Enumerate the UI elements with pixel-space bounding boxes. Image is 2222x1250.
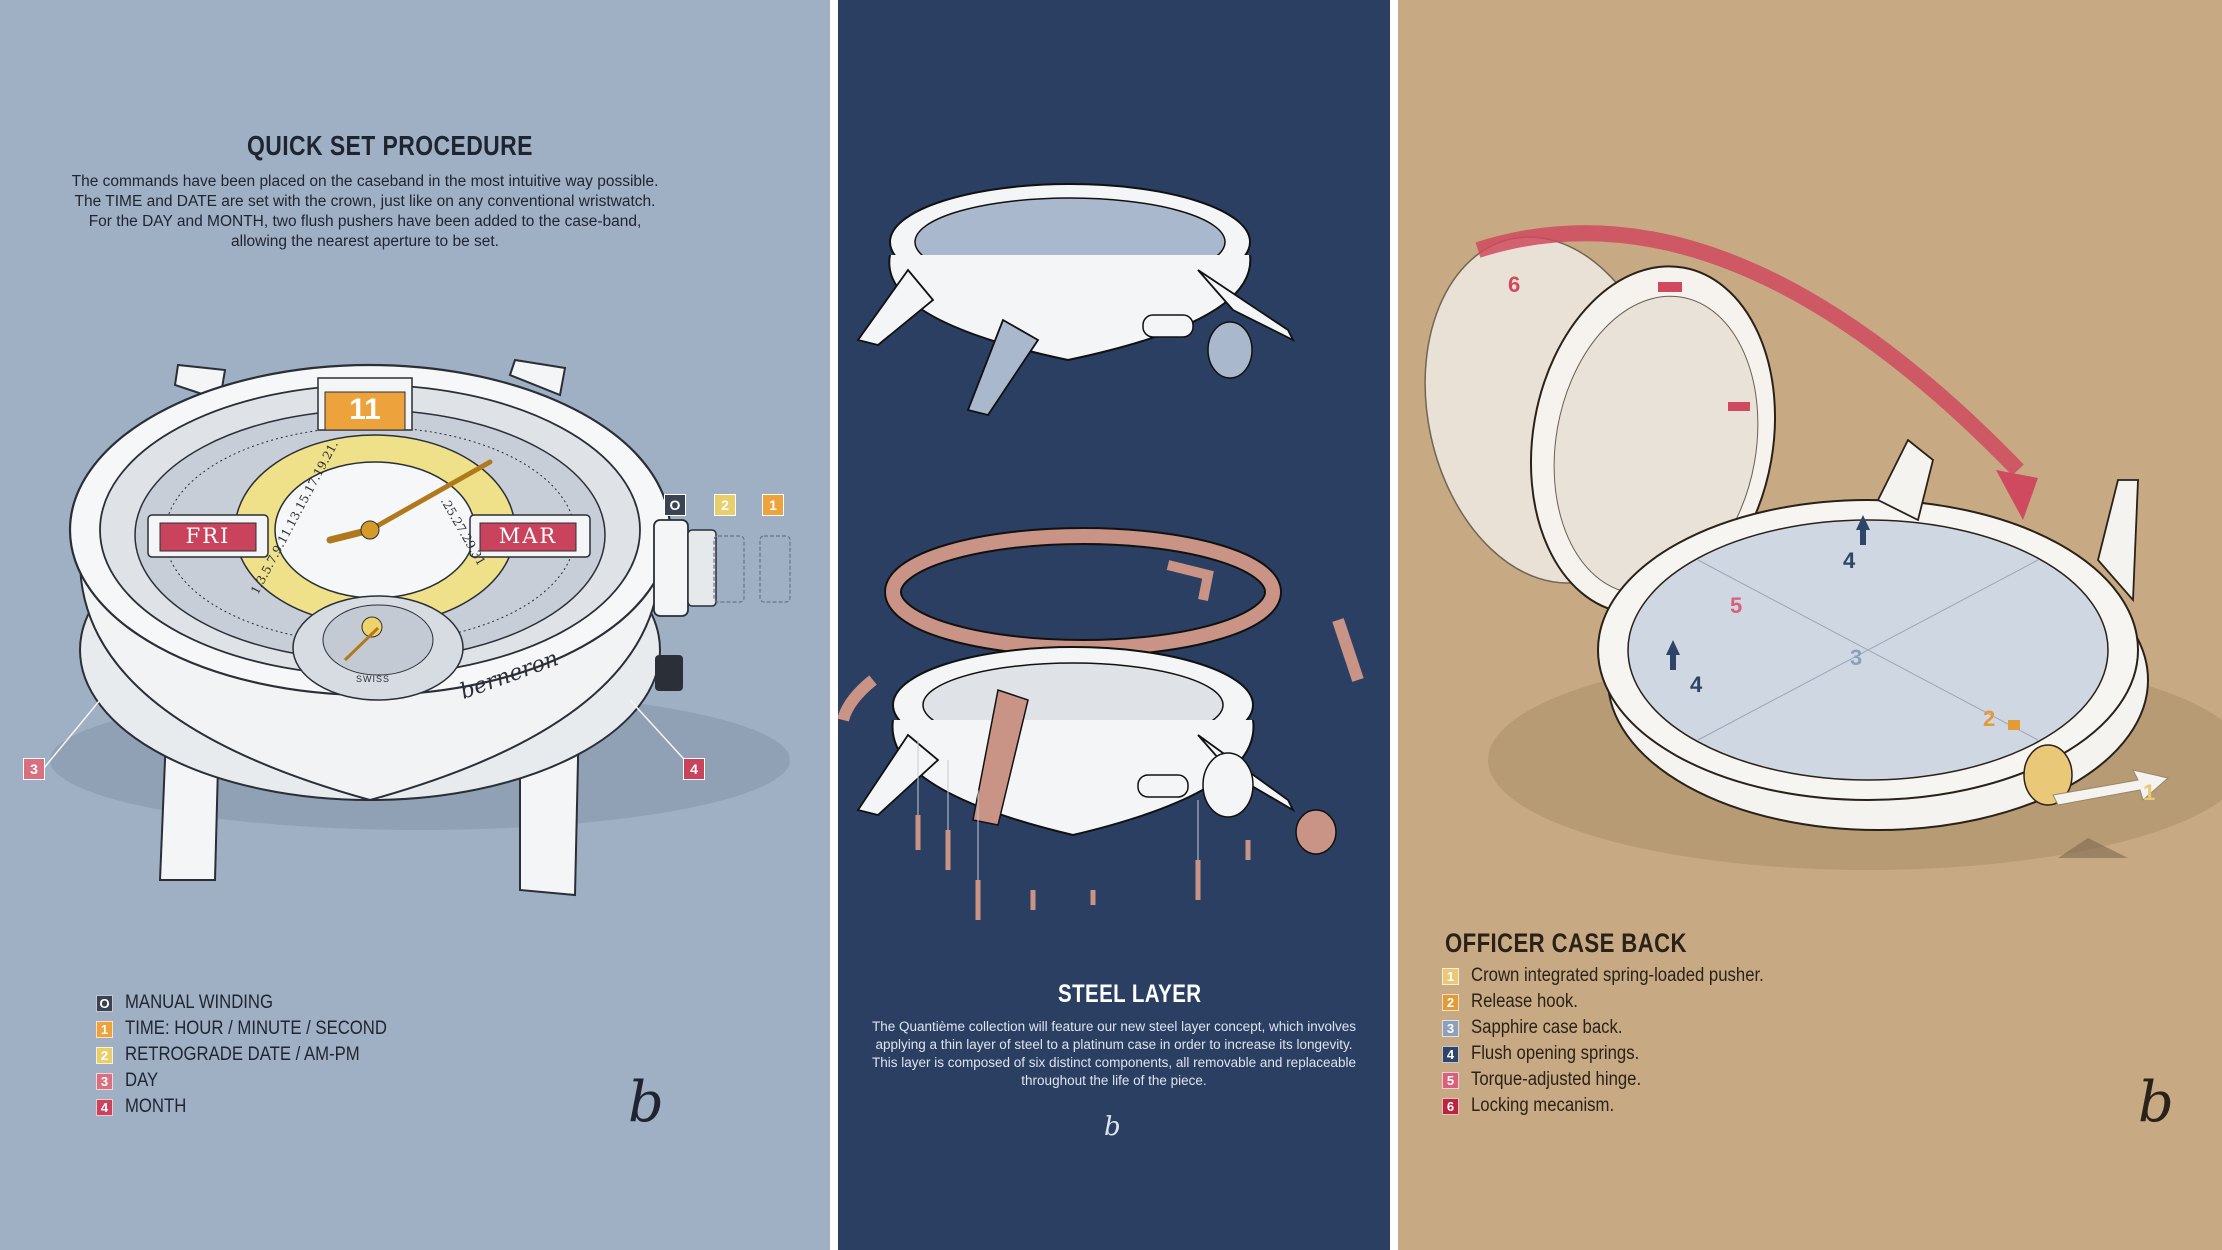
officer-case-back-illustration: [1424, 225, 2222, 870]
legend-swatch: 2: [1442, 993, 1459, 1011]
officer-case-back-panel: 6 5 4 4 3 2 1 OFFICER CASE BACK 1 Crown …: [1398, 0, 2222, 1250]
legend-row-date: 2 RETROGRADE DATE / AM-PM: [96, 1042, 423, 1068]
callout-crown-date: 2: [714, 494, 736, 516]
legend-row-release-hook: 2 Release hook.: [1442, 989, 1804, 1015]
legend-label: MANUAL WINDING: [125, 992, 274, 1013]
marker-crown-pusher: 1: [2143, 780, 2156, 805]
legend-label: Release hook.: [1471, 991, 1578, 1012]
legend-swatch: 6: [1442, 1097, 1459, 1115]
callout-month-pusher: 4: [683, 758, 705, 780]
legend-row-day: 3 DAY: [96, 1068, 423, 1094]
legend-label: MONTH: [125, 1096, 187, 1117]
intro-line: applying a thin layer of steel to a plat…: [875, 1037, 1353, 1052]
legend-row-manual-winding: O MANUAL WINDING: [96, 990, 423, 1016]
legend-row-locking: 6 Locking mecanism.: [1442, 1093, 1804, 1119]
month-window-value: MAR: [498, 524, 558, 548]
intro-line: The TIME and DATE are set with the crown…: [74, 193, 656, 210]
legend-label: Sapphire case back.: [1471, 1017, 1623, 1038]
intro-line: For the DAY and MONTH, two flush pushers…: [88, 213, 642, 230]
officer-case-back-title: OFFICER CASE BACK: [1445, 928, 1687, 958]
marker-sapphire: 3: [1850, 645, 1863, 670]
marker-spring-top: 4: [1843, 548, 1856, 573]
subdial-swiss-text: SWISS: [356, 674, 391, 684]
marker-locking-mecanism: 6: [1508, 272, 1521, 297]
intro-line: The commands have been placed on the cas…: [71, 173, 659, 190]
quick-set-signature-mark: b: [628, 1070, 664, 1135]
quick-set-legend: O MANUAL WINDING 1 TIME: HOUR / MINUTE /…: [96, 990, 423, 1120]
legend-label: TIME: HOUR / MINUTE / SECOND: [125, 1018, 387, 1039]
marker-release-hook: 2: [1983, 706, 1996, 731]
legend-row-crown-pusher: 1 Crown integrated spring-loaded pusher.: [1442, 963, 1804, 989]
steel-layer-panel: STEEL LAYER The Quantième collection wil…: [838, 0, 1390, 1250]
legend-label: DAY: [125, 1070, 159, 1091]
intro-line: This layer is composed of six distinct c…: [872, 1055, 1356, 1070]
day-window-value: FRI: [185, 524, 231, 548]
legend-swatch: 4: [1442, 1045, 1459, 1063]
intro-line: allowing the nearest aperture to be set.: [231, 233, 499, 250]
quick-set-watch-illustration: [43, 358, 791, 897]
officer-case-back-legend: 1 Crown integrated spring-loaded pusher.…: [1442, 963, 1804, 1119]
legend-label: RETROGRADE DATE / AM-PM: [125, 1044, 360, 1065]
legend-row-month: 4 MONTH: [96, 1094, 423, 1120]
legend-row-sapphire: 3 Sapphire case back.: [1442, 1015, 1804, 1041]
quick-set-intro: The commands have been placed on the cas…: [0, 172, 730, 252]
steel-layer-title: STEEL LAYER: [1058, 980, 1202, 1008]
legend-swatch: 5: [1442, 1071, 1459, 1089]
legend-label: Locking mecanism.: [1471, 1095, 1615, 1116]
steel-layer-signature-mark: b: [1104, 1112, 1121, 1142]
callout-day-pusher: 3: [23, 758, 45, 780]
quick-set-title: QUICK SET PROCEDURE: [247, 130, 533, 161]
legend-swatch: 3: [96, 1072, 113, 1090]
legend-swatch: 1: [1442, 967, 1459, 985]
officer-case-back-signature-mark: b: [2138, 1070, 2174, 1135]
legend-swatch: 2: [96, 1046, 113, 1064]
legend-row-springs: 4 Flush opening springs.: [1442, 1041, 1804, 1067]
marker-spring-left: 4: [1690, 672, 1703, 697]
marker-hinge: 5: [1730, 593, 1743, 618]
callout-crown-manual-winding: O: [664, 494, 686, 516]
intro-line: throughout the life of the piece.: [1021, 1073, 1207, 1088]
date-window-value: 11: [349, 393, 381, 426]
legend-label: Torque-adjusted hinge.: [1471, 1069, 1642, 1090]
legend-swatch: O: [96, 994, 113, 1012]
steel-layer-intro: The Quantième collection will feature ou…: [838, 1018, 1390, 1090]
callout-crown-time: 1: [762, 494, 784, 516]
legend-swatch: 3: [1442, 1019, 1459, 1037]
legend-swatch: 1: [96, 1020, 113, 1038]
quick-set-panel: QUICK SET PROCEDURE The commands have be…: [0, 0, 830, 1250]
legend-row-hinge: 5 Torque-adjusted hinge.: [1442, 1067, 1804, 1093]
intro-line: The Quantième collection will feature ou…: [872, 1019, 1356, 1034]
legend-label: Flush opening springs.: [1471, 1043, 1640, 1064]
legend-row-time: 1 TIME: HOUR / MINUTE / SECOND: [96, 1016, 423, 1042]
steel-layer-exploded-illustration: [838, 183, 1364, 920]
legend-swatch: 4: [96, 1098, 113, 1116]
legend-label: Crown integrated spring-loaded pusher.: [1471, 965, 1764, 986]
